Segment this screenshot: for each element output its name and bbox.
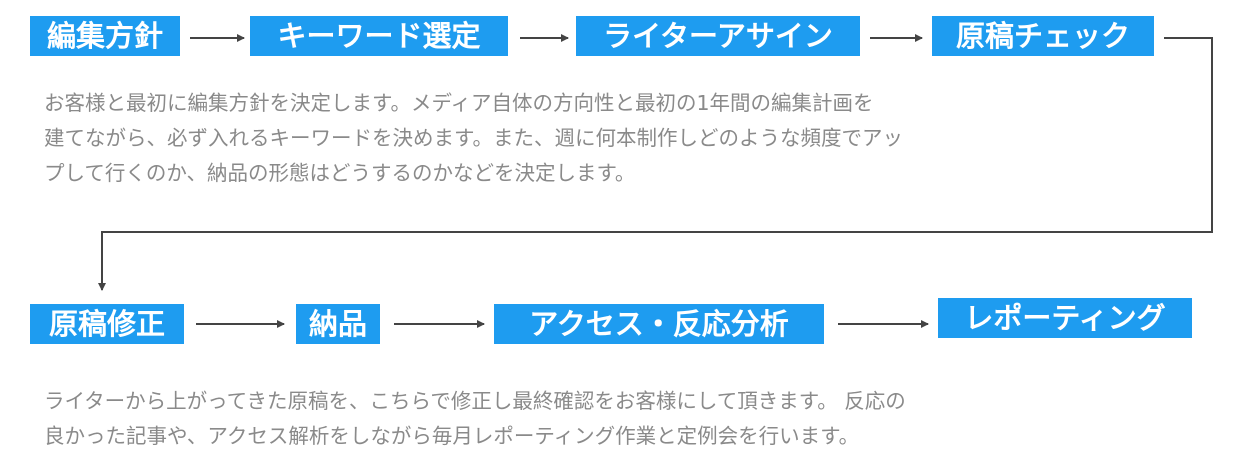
step-manuscript-check: 原稿チェック [932,16,1154,56]
step-keyword-selection: キーワード選定 [250,16,508,56]
row1-description: お客様と最初に編集方針を決定します。メディア自体の方向性と最初の1年間の編集計画… [44,86,903,191]
row2-description-line: 良かった記事や、アクセス解析をしながら毎月レポーティング作業と定例会を行います。 [44,424,860,448]
row1-description-line: プして行くのか、納品の形態はどうするのかなどを決定します。 [44,161,636,185]
row2-description-line: ライターから上がってきた原稿を、こちらで修正し最終確認をお客様にして頂きます。 … [44,389,906,413]
row1-description-line: 建てながら、必ず入れるキーワードを決めます。また、週に何本制作しどのような頻度で… [44,126,903,150]
step-writer-assignment: ライターアサイン [576,16,860,56]
step-manuscript-revision: 原稿修正 [30,304,184,344]
step-editorial-policy: 編集方針 [30,16,180,56]
row2-description: ライターから上がってきた原稿を、こちらで修正し最終確認をお客様にして頂きます。 … [44,384,906,454]
row-connector [98,37,1213,291]
step-reporting: レポーティング [938,298,1192,338]
step-delivery: 納品 [296,304,380,344]
step-access-analysis: アクセス・反応分析 [494,304,824,344]
row1-description-line: お客様と最初に編集方針を決定します。メディア自体の方向性と最初の1年間の編集計画… [44,91,874,115]
